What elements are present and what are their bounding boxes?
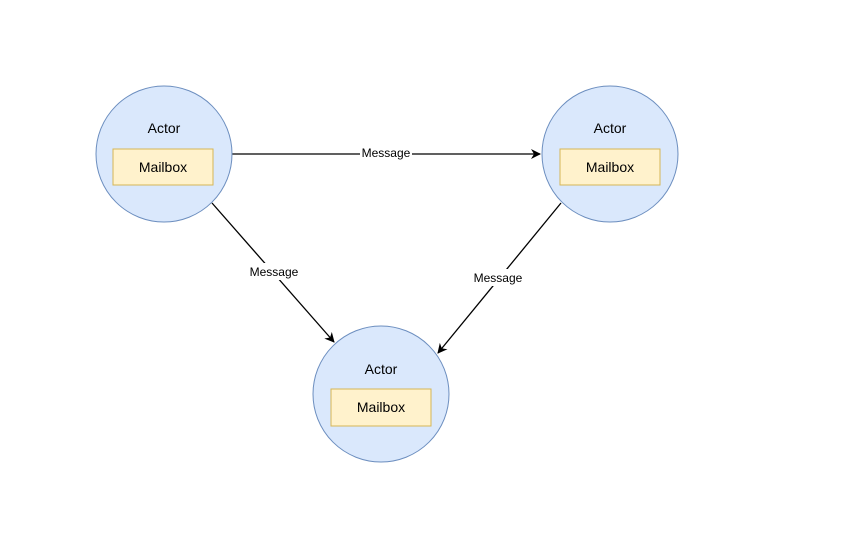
edge-left-to-bottom: Message [211,202,335,343]
mailbox-box [330,388,432,427]
actor-label: Actor [594,120,627,136]
edge-label: Message [250,265,299,279]
mailbox-label: Mailbox [139,159,187,175]
mailbox-label: Mailbox [357,399,405,415]
actor-node-bottom[interactable]: Actor Mailbox [312,325,450,463]
edge-label-background [247,263,301,280]
actor-label: Actor [365,361,398,377]
edge-label-background [360,145,412,161]
mailbox-box [559,148,661,186]
edge-left-to-right: Message [232,145,541,161]
actor-label: Actor [148,120,181,136]
edge-label: Message [362,146,411,160]
edge-label-background [471,269,525,286]
edge-right-to-bottom: Message [437,202,562,354]
actor-node-left[interactable]: Actor Mailbox [95,85,233,223]
mailbox-label: Mailbox [586,159,634,175]
actor-node-right[interactable]: Actor Mailbox [541,85,679,223]
mailbox-box [112,148,214,186]
edge-label: Message [474,271,523,285]
